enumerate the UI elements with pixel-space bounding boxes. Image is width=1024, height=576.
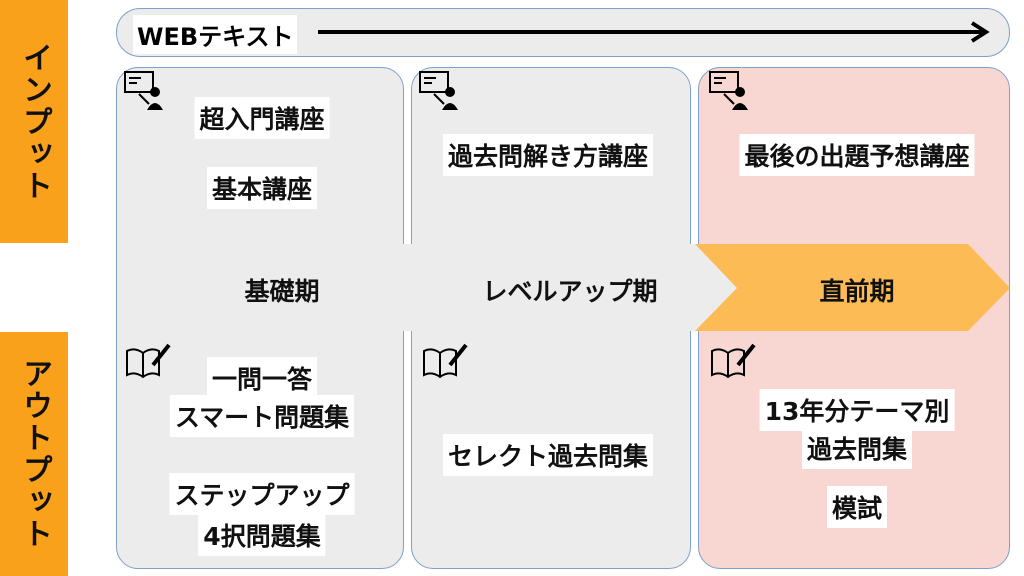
book-pencil-icon [423,343,468,379]
teacher-icon [419,71,458,110]
output-item: ステップアップ [169,473,355,515]
chevron-orange [695,244,1010,331]
output-item: 一問一答 [206,357,318,399]
book-pencil-icon [126,343,171,379]
output-item: 模試 [826,486,888,528]
input-item: 過去問解き方講座 [442,134,654,176]
chevron-gray [300,244,737,331]
output-side-label: アウトプット [0,332,68,576]
output-item: 13年分テーマ別 [759,389,955,431]
phase-label: レベルアップ期 [482,277,658,306]
web-text-label: WEBテキスト [133,15,298,54]
output-item: セレクト過去問集 [442,434,654,476]
output-item: 過去問集 [801,427,913,469]
output-item: 4択問題集 [198,514,326,556]
phase-label: 直前期 [819,277,895,306]
teacher-icon [709,71,748,110]
input-label-text: インプット [17,41,52,202]
teacher-icon [124,71,163,110]
input-side-label: インプット [0,0,68,243]
input-item: 基本講座 [206,167,318,209]
book-pencil-icon [711,343,756,379]
output-item: スマート問題集 [169,395,355,437]
input-item: 超入門講座 [194,97,330,139]
phase-label: 基礎期 [244,277,320,306]
input-item: 最後の出題予想講座 [739,134,975,176]
output-label-text: アウトプット [17,358,52,550]
